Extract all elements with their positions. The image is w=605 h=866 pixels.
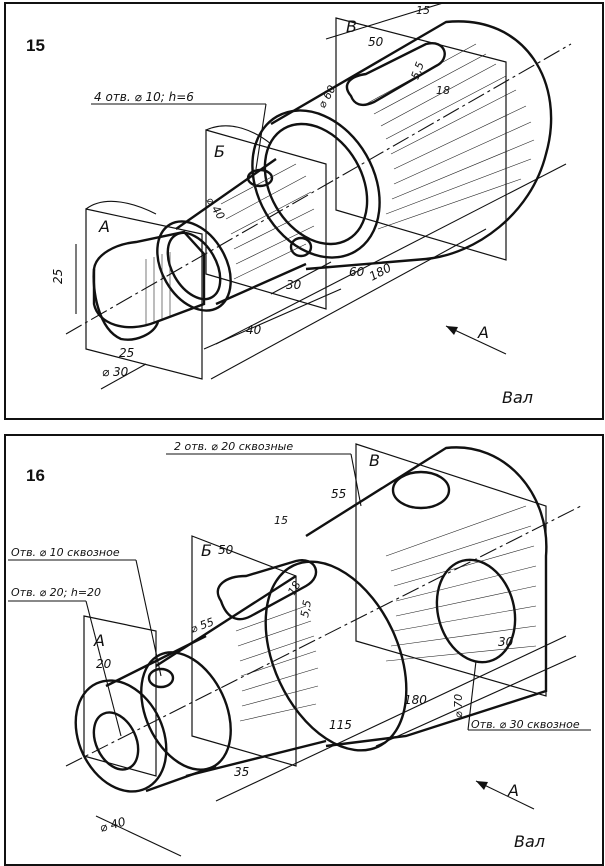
panel-number: 15 xyxy=(26,36,45,55)
hollow-end xyxy=(74,634,232,793)
drawing-title: Вал xyxy=(514,832,546,851)
drawing-panel-16: 16 Вал xyxy=(4,434,604,866)
svg-text:15: 15 xyxy=(416,4,430,17)
svg-text:30: 30 xyxy=(286,278,302,292)
section-plane-b xyxy=(205,125,327,310)
svg-text:5,5: 5,5 xyxy=(409,60,427,81)
svg-text:50: 50 xyxy=(218,543,234,557)
svg-text:⌀ 30: ⌀ 30 xyxy=(102,365,129,379)
svg-text:115: 115 xyxy=(329,718,352,732)
drawing-panel-15: 15 Вал xyxy=(4,2,604,420)
svg-text:25: 25 xyxy=(51,269,65,284)
square-end xyxy=(92,230,206,341)
drawing-title: Вал xyxy=(502,388,534,407)
holes-note-1: 2 отв. ⌀ 20 сквозные xyxy=(174,440,293,453)
svg-text:A: A xyxy=(507,781,519,800)
shaft-drawing-15: 25 25 ⌀ 30 40 30 60 180 ⌀ 40 ⌀ 60 50 15 … xyxy=(51,4,572,390)
svg-text:30: 30 xyxy=(498,635,514,649)
svg-text:5,5: 5,5 xyxy=(298,599,314,618)
section-label-v: B xyxy=(346,17,357,36)
view-arrow-a: A xyxy=(475,780,535,810)
middle-cylinder xyxy=(156,158,315,312)
svg-text:40: 40 xyxy=(246,323,262,337)
svg-text:15: 15 xyxy=(274,514,288,527)
svg-text:A: A xyxy=(477,323,489,342)
section-label-a: A xyxy=(98,217,110,236)
svg-text:55: 55 xyxy=(331,487,346,501)
svg-text:180: 180 xyxy=(404,693,427,707)
panel-number: 16 xyxy=(26,466,45,485)
holes-note: 4 отв. ⌀ 10; h=6 xyxy=(94,90,194,104)
svg-text:35: 35 xyxy=(234,765,249,779)
dimensions-15: 25 25 ⌀ 30 40 30 60 180 ⌀ 40 ⌀ 60 50 15 … xyxy=(51,4,572,390)
section-plane-b xyxy=(191,535,297,767)
section-label-b: Б xyxy=(214,142,225,161)
svg-text:18: 18 xyxy=(436,84,450,97)
svg-text:⌀ 70: ⌀ 70 xyxy=(452,694,465,718)
section-label-a: A xyxy=(93,631,105,650)
holes-note-3: Отв. ⌀ 20; h=20 xyxy=(11,586,101,599)
shaft-drawing-16: 2 отв. ⌀ 20 сквозные Отв. ⌀ 10 сквозное … xyxy=(8,440,591,857)
svg-text:50: 50 xyxy=(368,35,384,49)
holes-note-4: Отв. ⌀ 30 сквозное xyxy=(471,718,580,731)
svg-text:25: 25 xyxy=(119,346,134,360)
view-arrow-a: A xyxy=(445,323,507,355)
section-label-v: B xyxy=(369,451,380,470)
section-plane-a xyxy=(83,615,157,777)
dimensions-16: 2 отв. ⌀ 20 сквозные Отв. ⌀ 10 сквозное … xyxy=(8,440,591,857)
section-label-b: Б xyxy=(201,541,212,560)
large-cylinder xyxy=(251,20,553,271)
large-cylinder xyxy=(264,446,548,752)
svg-text:⌀ 40: ⌀ 40 xyxy=(98,814,127,834)
middle-cylinder xyxy=(155,559,327,778)
svg-text:60: 60 xyxy=(349,265,365,279)
svg-text:18: 18 xyxy=(285,579,303,598)
svg-text:20: 20 xyxy=(96,657,112,671)
holes-note-2: Отв. ⌀ 10 сквозное xyxy=(11,546,120,559)
